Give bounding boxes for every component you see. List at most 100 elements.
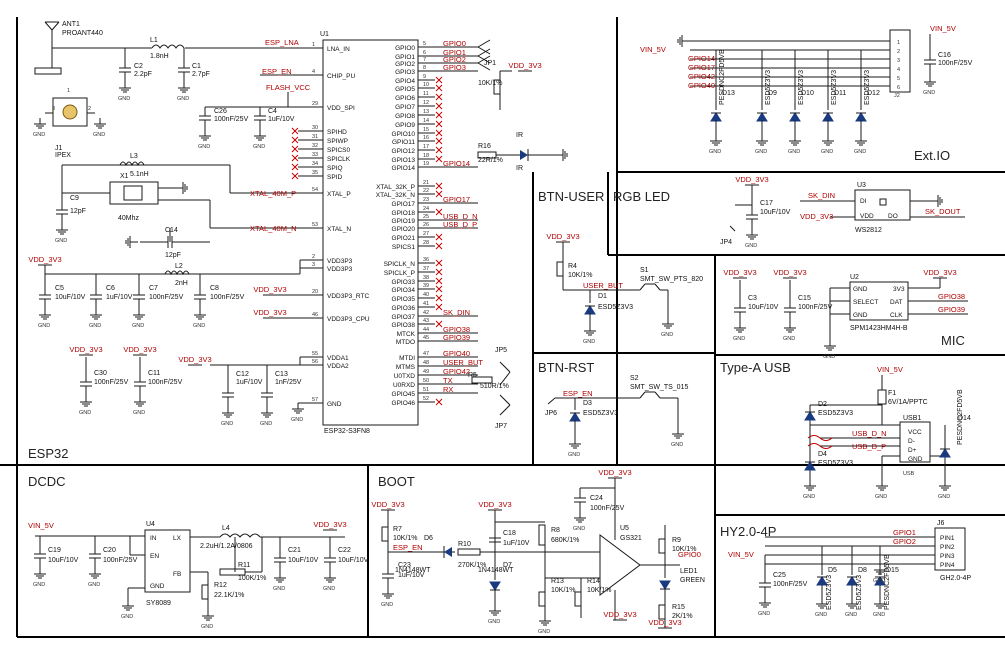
wire [435, 102, 443, 110]
r8-ref: R8 [551, 527, 560, 534]
u1-right-pin-name: U0RXD [393, 382, 415, 389]
sy8089-chip [144, 529, 191, 593]
c13-value: 1nF/25V [275, 379, 302, 386]
crystal-x1 [109, 181, 159, 205]
c4-value: 1uF/10V [268, 116, 295, 123]
c4-ref: C4 [268, 108, 277, 115]
u1-left-pin-num: 2 [312, 254, 315, 260]
wire [435, 285, 443, 293]
u1-left-pin-name: XTAL_P [327, 191, 351, 198]
u1-left-pin-name: VDD3P3_RTC [327, 293, 369, 300]
c21-ref: C21 [288, 547, 301, 554]
u1-right-pin-num: 48 [423, 360, 429, 366]
s1-ref: S1 [640, 267, 649, 274]
ext-io-vin: VIN_5V [640, 45, 666, 54]
mic-pin-clk: CLK [890, 312, 903, 319]
ext-io-net: GPIO42 [688, 72, 715, 81]
u1-right-pin-num: 41 [423, 301, 429, 307]
u1-right-pin-name: GPIO4 [395, 78, 415, 85]
wire [291, 127, 299, 135]
wire [435, 259, 443, 267]
esp32-chip-body [322, 39, 419, 426]
wire [44, 21, 53, 31]
ws2812-die [879, 198, 887, 206]
diode-value: ESD5Z3V3 [864, 70, 871, 105]
hy20-gpio2: GPIO2 [893, 537, 916, 546]
u1-right-pin-name: GPIO1 [395, 54, 415, 61]
ground-bar [34, 67, 62, 75]
wire [435, 93, 443, 101]
wire [435, 190, 443, 198]
ws2812-pin-do: DO [888, 213, 898, 220]
ir-led-ref: IR [516, 132, 523, 139]
mic-pin-dat: DAT [890, 299, 903, 306]
c23-value: 1uF/10V [398, 572, 425, 579]
u1-net-label: GPIO2 [443, 55, 466, 64]
led1-value: GREEN [680, 577, 705, 584]
u1-right-pin-num: 19 [423, 161, 429, 167]
u1-right-pin-num: 17 [423, 144, 429, 150]
u1-right-pin-num: 12 [423, 100, 429, 106]
u1-right-pin-name: GPIO12 [392, 148, 416, 155]
power-net-label: VDD_3V3 [478, 500, 511, 509]
l2-value: 2nH [175, 280, 188, 287]
mic-pin-3v3: 3V3 [893, 286, 905, 293]
u1-left-pin-name: CHIP_PU [327, 73, 355, 80]
power-net-label: VDD_3V3 [648, 618, 681, 627]
u1-right-pin-name: GPIO45 [392, 391, 416, 398]
u1-ref: U1 [320, 31, 329, 38]
ext-io-connector [889, 29, 911, 93]
u1-right-pin-num: 8 [423, 65, 426, 71]
u1-right-pin-name: GPIO34 [392, 287, 416, 294]
ground-label: GND [198, 144, 210, 150]
net-xtal-n: XTAL_40M_N [250, 224, 297, 233]
u1-right-pin-num: 52 [423, 396, 429, 402]
wire [499, 371, 511, 386]
usb-connector [899, 421, 931, 463]
ant1-part: PROANT440 [62, 30, 103, 37]
diode-symbol [804, 461, 816, 471]
d14-value: PESDNC2FD5VB [957, 389, 964, 445]
hy20-vin: VIN_5V [728, 550, 754, 559]
ground-label: GND [55, 238, 67, 244]
u1-right-pin-name: SPICLK_N [384, 261, 416, 268]
ground-label: GND [875, 494, 887, 500]
u1-right-pin-num: 40 [423, 292, 429, 298]
section-title-boot: BOOT [378, 474, 415, 489]
u1-left-pin-num: 3 [312, 262, 315, 268]
c5-value: 10uF/10V [55, 294, 86, 301]
resistor-symbol [381, 526, 389, 542]
u1-right-pin-num: 38 [423, 275, 429, 281]
c30-ref: C30 [94, 370, 107, 377]
u3-ref: U3 [857, 182, 866, 189]
d3-value: ESD5Z3V3 [583, 410, 618, 417]
section-title-hy20: HY2.0-4P [720, 524, 776, 539]
u1-right-pin-num: 27 [423, 231, 429, 237]
mic-gpio39: GPIO39 [938, 305, 965, 314]
d4-ref: D4 [818, 451, 827, 458]
u1-right-pin-name: GPIO8 [395, 113, 415, 120]
wire [435, 268, 443, 276]
ground-label: GND [745, 243, 757, 249]
c12-ref: C12 [236, 371, 249, 378]
c26-ref: C26 [214, 108, 227, 115]
resistor-symbol [658, 538, 666, 554]
c5-ref: C5 [55, 285, 64, 292]
resistor-symbol [574, 591, 582, 607]
c20-ref: C20 [103, 547, 116, 554]
diode-ref: D13 [722, 90, 735, 97]
r11-ref: R11 [238, 562, 250, 569]
ground-label: GND [873, 612, 885, 618]
u1-left-pin-name: XTAL_N [327, 226, 351, 233]
section-title-esp32: ESP32 [28, 446, 68, 461]
u1-right-pin-name: GPIO33 [392, 279, 416, 286]
u1-left-pin-num: 56 [312, 359, 318, 365]
r5-value: 510R/1% [480, 383, 509, 390]
wire [291, 172, 299, 180]
u1-right-pin-name: GPIO3 [395, 69, 415, 76]
s2-ref: S2 [630, 375, 639, 382]
u1-right-pin-num: 10 [423, 82, 429, 88]
u1-right-pin-name: MTMS [396, 364, 416, 371]
u4-pin-gnd: GND [150, 583, 165, 590]
c17-value: 10uF/10V [760, 209, 791, 216]
